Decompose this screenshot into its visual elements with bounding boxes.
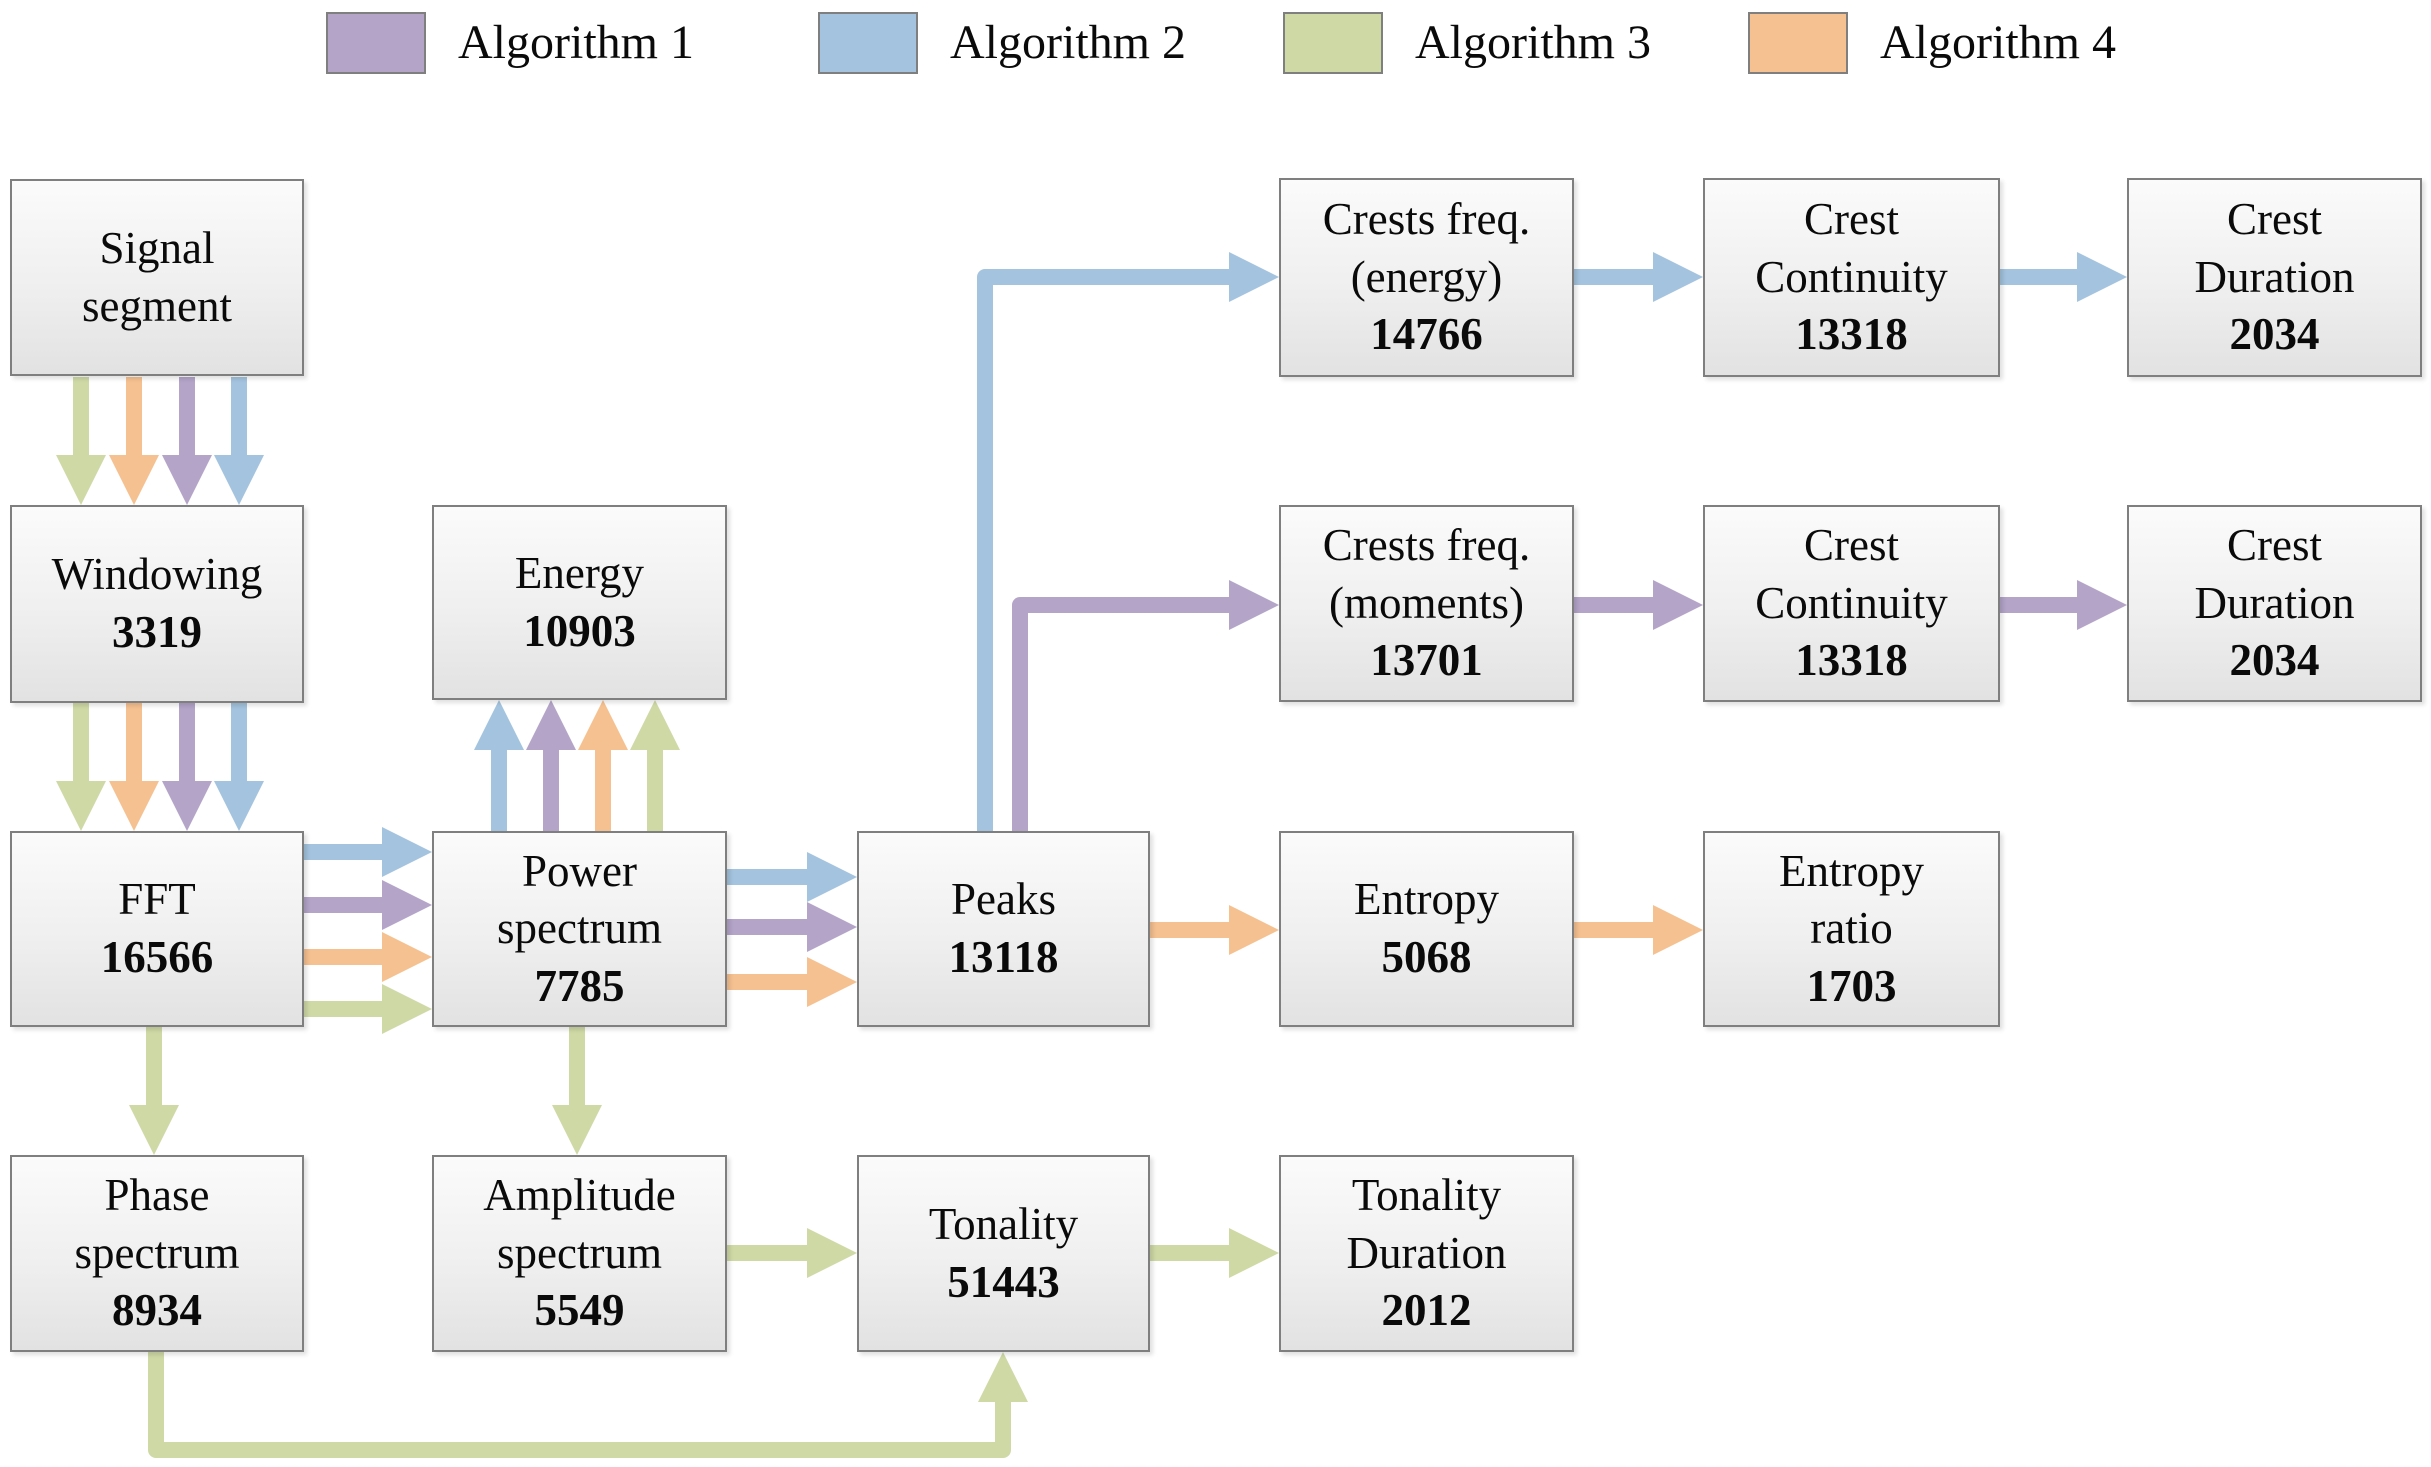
node-signal-segment: Signal segment: [10, 179, 304, 376]
legend-swatch-alg2: [818, 12, 918, 74]
edge-fft-to-phase-spectrum: [129, 1027, 179, 1155]
legend-item-4: Algorithm 4: [1748, 12, 2116, 74]
node-tonality-duration: Tonality Duration 2012: [1279, 1155, 1574, 1352]
legend-swatch-alg3: [1283, 12, 1383, 74]
node-crests-freq-moments: Crests freq. (moments) 13701: [1279, 505, 1574, 702]
node-tonality: Tonality 51443: [857, 1155, 1150, 1352]
edge-peaks-to-entropy: [1150, 905, 1279, 955]
edge-power-spectrum-to-peaks: [727, 902, 857, 952]
edge-windowing-to-fft: [109, 701, 159, 831]
edge-signal-segment-to-windowing: [162, 377, 212, 505]
legend-swatch-alg1: [326, 12, 426, 74]
edge-fft-to-power-spectrum: [304, 880, 432, 930]
edge-power-spectrum-to-energy: [474, 700, 524, 831]
legend-label: Algorithm 2: [950, 16, 1186, 69]
edge-crest-continuity-2-to-crest-duration-2: [2000, 580, 2127, 630]
node-value: 1703: [1806, 960, 1897, 1011]
node-label: Entropy ratio: [1779, 845, 1924, 954]
legend-swatch-alg4: [1748, 12, 1848, 74]
node-label: Power spectrum: [497, 845, 662, 954]
node-label: Tonality Duration: [1346, 1170, 1507, 1278]
edge-fft-to-power-spectrum: [304, 984, 432, 1034]
edge-tonality-to-tonality-duration: [1150, 1228, 1279, 1278]
node-label: Crest Continuity: [1755, 520, 1948, 628]
node-label: Crest Duration: [2194, 194, 2355, 302]
node-label: Phase spectrum: [74, 1170, 240, 1278]
edge-windowing-to-fft: [56, 701, 106, 831]
node-label: Crests freq. (energy): [1322, 194, 1531, 302]
legend-item-3: Algorithm 3: [1283, 12, 1651, 74]
node-value: 13318: [1795, 309, 1908, 360]
node-label: Windowing: [51, 549, 263, 600]
legend-item-2: Algorithm 2: [818, 12, 1186, 74]
edge-entropy-to-entropy-ratio: [1574, 905, 1703, 955]
node-value: 2012: [1381, 1285, 1472, 1336]
legend-label: Algorithm 3: [1415, 16, 1651, 69]
node-label: Energy: [514, 547, 645, 598]
node-value: 10903: [523, 605, 636, 656]
edge-signal-segment-to-windowing: [56, 377, 106, 505]
node-label: Entropy: [1354, 874, 1499, 925]
edge-windowing-to-fft: [162, 701, 212, 831]
edge-fft-to-power-spectrum: [304, 932, 432, 982]
node-crest-continuity-1: Crest Continuity 13318: [1703, 178, 2000, 377]
edge-peaks-to-crests-freq-energy: [977, 252, 1279, 831]
node-value: 5068: [1381, 932, 1472, 982]
node-crest-continuity-2: Crest Continuity 13318: [1703, 505, 2000, 702]
node-label: Crests freq. (moments): [1322, 520, 1531, 628]
node-energy: Energy 10903: [432, 505, 727, 700]
node-value: 8934: [112, 1285, 202, 1336]
node-label: Crest Continuity: [1755, 194, 1948, 302]
node-label: FFT: [118, 874, 196, 925]
node-windowing: Windowing 3319: [10, 505, 304, 703]
node-value: 14766: [1370, 309, 1483, 360]
node-crest-duration-1: Crest Duration 2034: [2127, 178, 2422, 377]
edge-power-spectrum-to-energy: [630, 700, 680, 831]
node-power-spectrum: Power spectrum 7785: [432, 831, 727, 1027]
edge-amplitude-spectrum-to-tonality: [727, 1228, 857, 1278]
node-label: Tonality: [928, 1198, 1079, 1249]
node-label: Peaks: [951, 874, 1056, 925]
node-value: 5549: [534, 1285, 625, 1336]
node-entropy-ratio: Entropy ratio 1703: [1703, 831, 2000, 1027]
node-peaks: Peaks 13118: [857, 831, 1150, 1027]
edge-power-spectrum-to-energy: [578, 700, 628, 831]
node-label: Signal segment: [82, 222, 232, 331]
node-entropy: Entropy 5068: [1279, 831, 1574, 1027]
edge-signal-segment-to-windowing: [109, 377, 159, 505]
legend: Algorithm 1 Algorithm 2 Algorithm 3 Algorit…: [0, 0, 2431, 90]
edge-signal-segment-to-windowing: [214, 377, 264, 505]
edge-peaks-to-crests-freq-moments: [1012, 580, 1279, 831]
edge-crests-freq-moments-to-crest-continuity-2: [1574, 580, 1703, 630]
node-value: 3319: [112, 607, 202, 657]
edge-power-spectrum-to-amplitude-spectrum: [552, 1027, 602, 1155]
edge-power-spectrum-to-peaks: [727, 957, 857, 1007]
node-value: 16566: [100, 932, 214, 982]
node-crests-freq-energy: Crests freq. (energy) 14766: [1279, 178, 1574, 377]
node-value: 13701: [1370, 635, 1483, 686]
edge-crest-continuity-1-to-crest-duration-1: [2000, 252, 2127, 302]
node-value: 7785: [534, 960, 625, 1011]
legend-label: Algorithm 4: [1880, 16, 2116, 69]
edge-power-spectrum-to-energy: [526, 700, 576, 831]
node-crest-duration-2: Crest Duration 2034: [2127, 505, 2422, 702]
node-label: Amplitude spectrum: [483, 1170, 676, 1278]
node-fft: FFT 16566: [10, 831, 304, 1027]
legend-label: Algorithm 1: [458, 16, 694, 69]
node-value: 51443: [947, 1256, 1060, 1307]
node-value: 2034: [2229, 635, 2320, 686]
node-amplitude-spectrum: Amplitude spectrum 5549: [432, 1155, 727, 1352]
edge-fft-to-power-spectrum: [304, 827, 432, 877]
node-value: 2034: [2229, 309, 2320, 360]
edge-phase-spectrum-to-tonality: [148, 1352, 1028, 1458]
edge-windowing-to-fft: [214, 701, 264, 831]
legend-item-1: Algorithm 1: [326, 12, 694, 74]
node-value: 13118: [948, 932, 1059, 982]
node-value: 13318: [1795, 635, 1908, 686]
edge-crests-freq-energy-to-crest-continuity-1: [1574, 252, 1703, 302]
edge-power-spectrum-to-peaks: [727, 852, 857, 902]
node-phase-spectrum: Phase spectrum 8934: [10, 1155, 304, 1352]
node-label: Crest Duration: [2194, 520, 2355, 628]
